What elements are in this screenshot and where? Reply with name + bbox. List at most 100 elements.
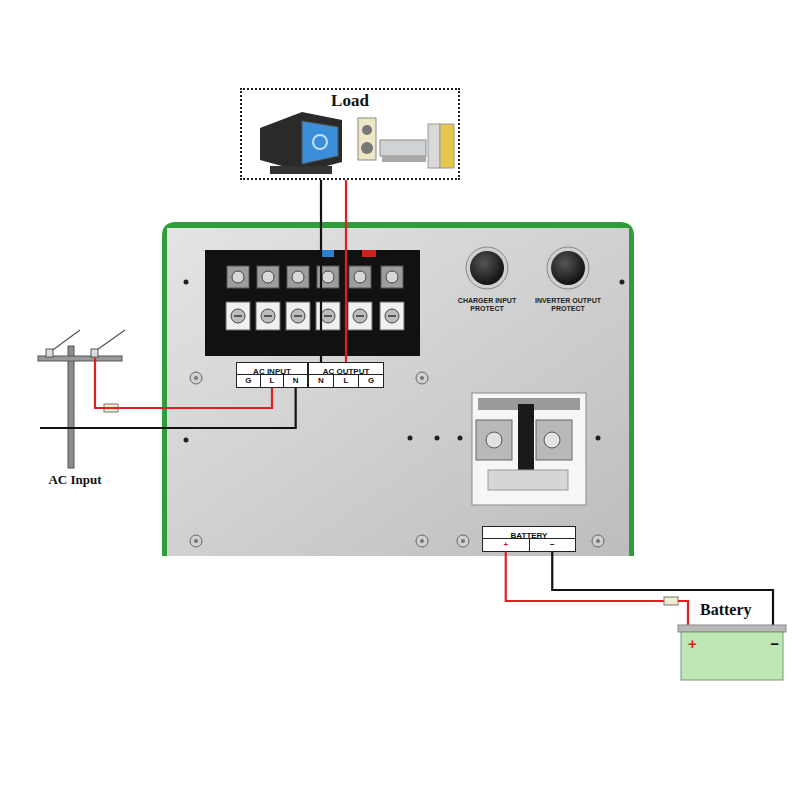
terminal-screw xyxy=(292,271,304,283)
screw-center xyxy=(194,539,198,543)
terminal-tab xyxy=(362,250,376,257)
terminal-screw xyxy=(262,271,274,283)
panel-screw xyxy=(190,372,202,384)
speaker-cone xyxy=(362,125,372,135)
housing-frame xyxy=(162,222,634,556)
battery-negative-lead xyxy=(772,594,774,625)
terminal-nut xyxy=(257,266,279,288)
insulator xyxy=(46,349,53,357)
strip-title-row: AC OUTPUT xyxy=(309,363,383,375)
terminal-screw xyxy=(231,309,245,323)
terminal-clamp xyxy=(316,302,340,330)
terminal-nut xyxy=(227,266,249,288)
terminal-group-label: BATTERY xyxy=(511,530,548,541)
pc-tower xyxy=(428,124,440,168)
label-holder: CHARGER INPUT PROTECT xyxy=(448,297,526,313)
battery-insulator xyxy=(488,470,568,490)
battery-terminal xyxy=(476,420,512,460)
screw-center xyxy=(461,539,465,543)
screen-logo xyxy=(313,135,327,149)
terminal-nut xyxy=(349,266,371,288)
neutral-wire xyxy=(40,427,140,429)
pin-name: G xyxy=(245,376,251,386)
knob-ring xyxy=(466,247,508,289)
panel-screw xyxy=(457,535,469,547)
utility-pole xyxy=(68,346,74,468)
terminal-clamp xyxy=(226,302,250,330)
pin-cell: + xyxy=(483,539,529,551)
pin-cell: N xyxy=(309,375,333,387)
terminal-nut xyxy=(287,266,309,288)
housing-panel xyxy=(167,228,629,556)
speaker xyxy=(358,118,376,160)
panel-screws xyxy=(184,280,625,548)
panel-hole xyxy=(184,280,189,285)
panel-hole xyxy=(184,438,189,443)
screw-center xyxy=(194,376,198,380)
strip-pin-row: +− xyxy=(483,539,575,551)
terminal-clamp xyxy=(380,302,404,330)
battery-label: Battery xyxy=(700,601,789,619)
charger-breaker-knob xyxy=(470,251,504,285)
screw-slot xyxy=(324,315,332,317)
insulator xyxy=(91,349,98,357)
panel-hole xyxy=(435,436,440,441)
load-title: Load xyxy=(331,91,369,111)
screw-center xyxy=(420,376,424,380)
stereo-deck-base xyxy=(382,156,426,162)
monitor-screen xyxy=(302,121,338,164)
overhead-wire xyxy=(50,330,80,352)
panel-screw xyxy=(416,535,428,547)
panel-screw xyxy=(592,535,604,547)
pin-name: N xyxy=(318,376,324,386)
speaker-cone xyxy=(361,142,373,154)
terminal-screw xyxy=(544,432,560,448)
inline-fuse xyxy=(664,597,678,605)
ac-input-terminal-label: AC INPUTG LN xyxy=(236,362,308,388)
battery-pole-sign: − xyxy=(770,636,779,652)
pin-cell: N xyxy=(283,375,307,387)
screw-center xyxy=(596,539,600,543)
panel-hole xyxy=(408,436,413,441)
battery-body xyxy=(681,632,783,680)
battery-terminal-label: BATTERY+− xyxy=(482,526,576,552)
line-wire xyxy=(345,180,347,362)
terminal-clamp xyxy=(256,302,280,330)
battery-positive-lead xyxy=(678,601,688,625)
neutral-wire xyxy=(140,388,296,428)
battery-terminal xyxy=(536,420,572,460)
terminal-group-label: AC OUTPUT xyxy=(323,366,370,377)
knob-ring xyxy=(547,247,589,289)
terminal-screw xyxy=(386,271,398,283)
breaker-label: INVERTER OUTPUT PROTECT xyxy=(529,297,607,313)
panel-hole xyxy=(596,436,601,441)
terminal-screw xyxy=(322,271,334,283)
pin-cell: L xyxy=(260,375,284,387)
terminal-screw xyxy=(385,309,399,323)
pin-name: G xyxy=(368,376,374,386)
pc-tower-side xyxy=(440,124,454,168)
pin-name: L xyxy=(344,376,349,386)
strip-pin-row: NLG xyxy=(309,375,383,387)
battery-negative-wire xyxy=(552,552,773,594)
terminal-screw xyxy=(321,309,335,323)
overhead-wire xyxy=(94,330,125,352)
terminal-screw xyxy=(354,271,366,283)
source-label: AC Input xyxy=(48,472,101,488)
battery-lid xyxy=(678,625,786,632)
breaker-label: CHARGER INPUT PROTECT xyxy=(448,297,526,313)
battery-positive-wire xyxy=(506,552,678,601)
panel-screw xyxy=(190,535,202,547)
line-wire xyxy=(95,358,140,408)
terminal-group-label: AC INPUT xyxy=(253,366,291,377)
node-illustration xyxy=(30,328,140,490)
battery-window xyxy=(472,393,586,505)
ac-output-terminal-label: AC OUTPUTN L G xyxy=(308,362,384,388)
pin-cell: L xyxy=(333,375,358,387)
pin-name: L xyxy=(270,376,275,386)
screw-slot xyxy=(264,315,272,317)
panel-screw xyxy=(416,372,428,384)
stereo-deck xyxy=(380,140,426,156)
